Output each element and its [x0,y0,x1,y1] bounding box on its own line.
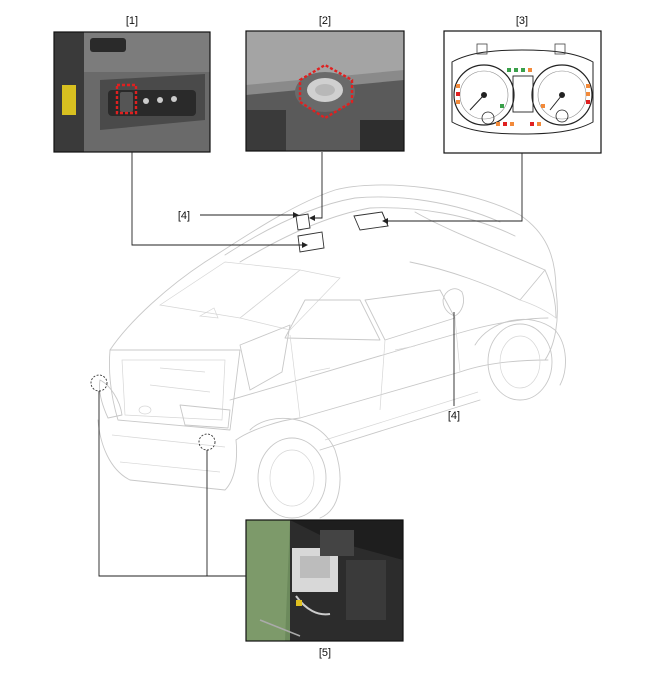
photo-dashboard-speaker [245,30,405,152]
callout-4-top: [4] [178,210,190,222]
callout-2: [2] [319,15,331,27]
vehicle-outline [97,184,566,519]
photo-instrument-cluster [443,30,602,154]
callout-1: [1] [126,15,138,27]
callout-5: [5] [319,647,331,659]
callout-4-side: [4] [448,410,460,422]
sensor-circle-icon [198,433,216,451]
module-marker-roof-front [295,213,311,231]
leader-lines [98,152,523,577]
module-marker-roof-center [297,231,325,253]
module-marker-cluster [353,211,389,231]
callout-3: [3] [516,15,528,27]
photo-rear-bumper-module [245,519,404,642]
photo-switch-panel [53,31,211,153]
